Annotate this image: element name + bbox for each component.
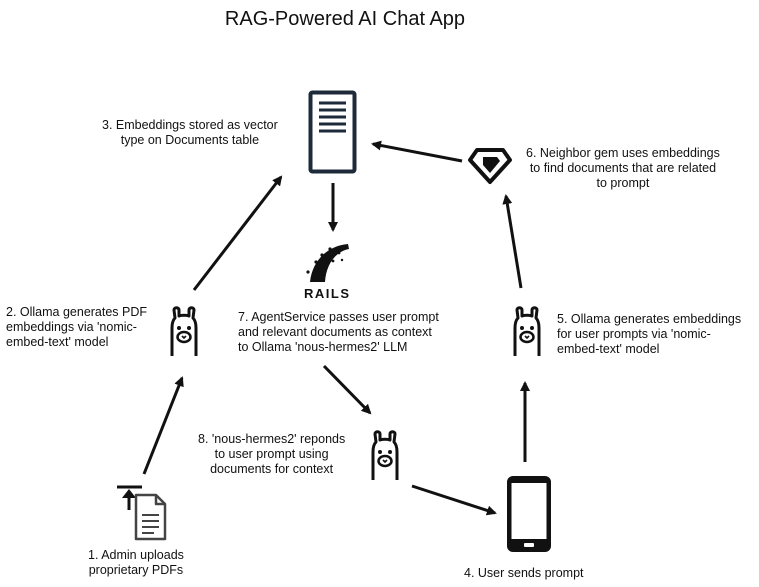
step-3-label: 3. Embeddings stored as vector type on D… bbox=[102, 118, 278, 147]
step-7-label: 7. AgentService passes user prompt and r… bbox=[238, 310, 439, 354]
arrow-6-to-3 bbox=[371, 140, 463, 163]
llama-icon bbox=[170, 306, 198, 356]
arrow-5-to-6 bbox=[502, 194, 523, 289]
step-8-label: 8. 'nous-hermes2' reponds to user prompt… bbox=[198, 432, 346, 476]
step-2-label: 2. Ollama generates PDF embeddings via '… bbox=[6, 305, 148, 349]
llama-icon bbox=[371, 430, 399, 480]
database-server-icon bbox=[308, 90, 357, 174]
step-1-label: 1. Admin uploads proprietary PDFs bbox=[88, 548, 184, 577]
ruby-gem-icon bbox=[468, 148, 512, 184]
smartphone-icon bbox=[507, 476, 551, 552]
diagram-title: RAG-Powered AI Chat App bbox=[224, 8, 466, 30]
arrow-8-to-4 bbox=[411, 484, 497, 516]
step-4-label: 4. User sends prompt bbox=[464, 566, 584, 580]
upload-document-icon bbox=[117, 485, 167, 541]
arrow-2-to-3 bbox=[192, 175, 283, 291]
arrow-1-to-2 bbox=[142, 376, 184, 475]
rails-logo-text: RAILS bbox=[304, 286, 351, 301]
llama-icon bbox=[513, 306, 541, 356]
rails-logo-icon: RAILS bbox=[304, 244, 351, 301]
arrow-7-to-8 bbox=[322, 364, 372, 415]
step-5-label: 5. Ollama generates embeddings for user … bbox=[557, 312, 742, 356]
step-6-label: 6. Neighbor gem uses embeddings to find … bbox=[526, 146, 720, 190]
